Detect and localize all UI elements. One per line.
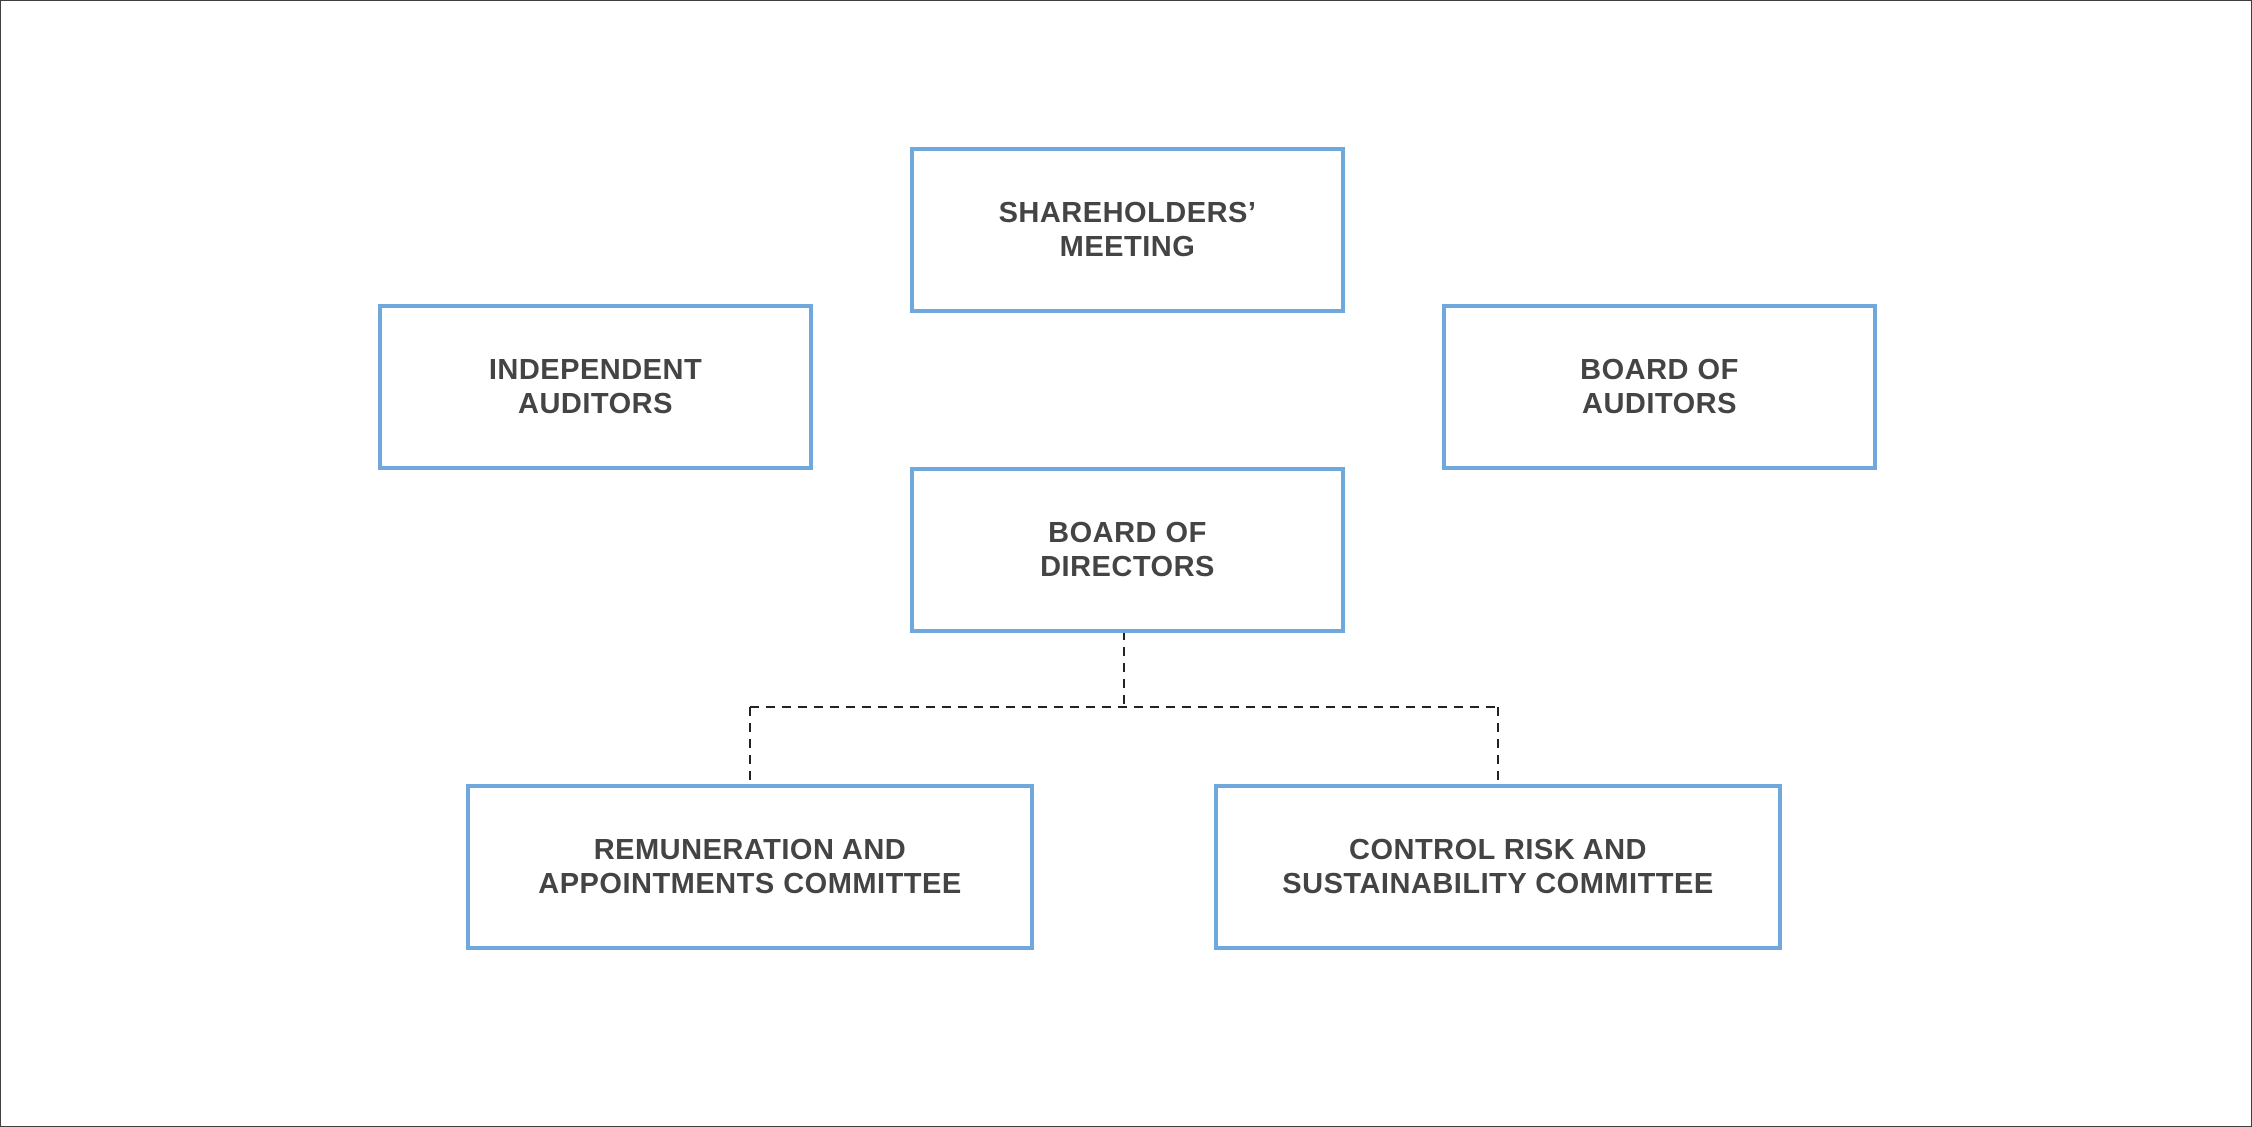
- remuneration-committee-label: REMUNERATION AND APPOINTMENTS COMMITTEE: [538, 834, 962, 900]
- board-of-directors-label: BOARD OF DIRECTORS: [1040, 517, 1215, 583]
- control-risk-committee-label: CONTROL RISK AND SUSTAINABILITY COMMITTE…: [1282, 834, 1714, 900]
- shareholders-meeting-box: SHAREHOLDERS’ MEETING: [910, 147, 1345, 313]
- independent-auditors-label: INDEPENDENT AUDITORS: [488, 354, 703, 420]
- shareholders-meeting-label: SHAREHOLDERS’ MEETING: [998, 197, 1257, 263]
- board-of-auditors-box: BOARD OF AUDITORS: [1442, 304, 1877, 470]
- independent-auditors-box: INDEPENDENT AUDITORS: [378, 304, 813, 470]
- board-of-directors-box: BOARD OF DIRECTORS: [910, 467, 1345, 633]
- board-of-auditors-label: BOARD OF AUDITORS: [1580, 354, 1739, 420]
- remuneration-committee-box: REMUNERATION AND APPOINTMENTS COMMITTEE: [466, 784, 1034, 950]
- control-risk-committee-box: CONTROL RISK AND SUSTAINABILITY COMMITTE…: [1214, 784, 1782, 950]
